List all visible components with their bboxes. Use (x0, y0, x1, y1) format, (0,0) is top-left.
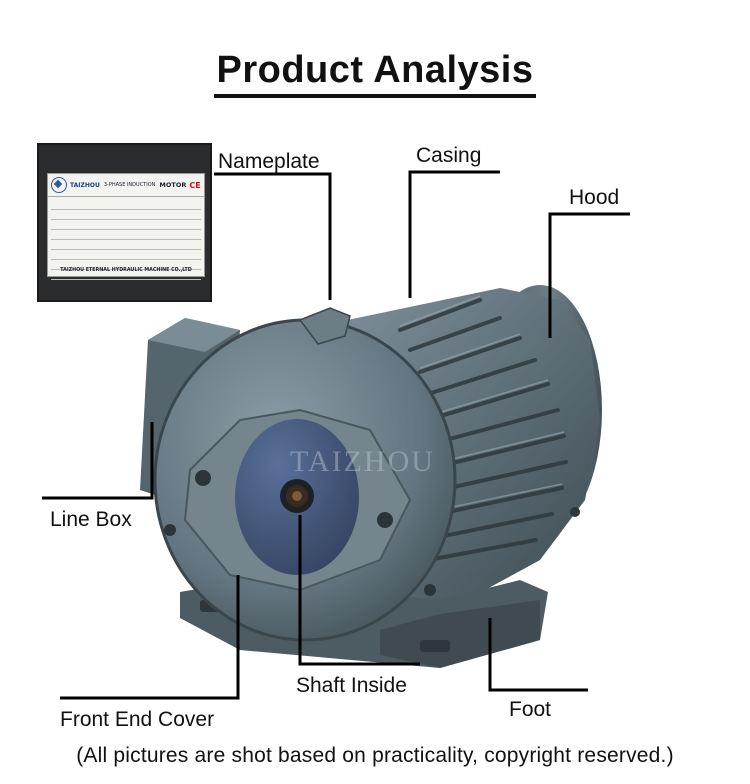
nameplate-kind: 3-PHASE INDUCTION (103, 181, 156, 188)
nameplate-maker: TAIZHOU ETERNAL HYDRAULIC MACHINE CO.,LT… (60, 268, 192, 273)
cooling-fins (398, 298, 568, 562)
nameplate-brand: TAIZHOU (70, 181, 100, 189)
title-block: Product Analysis (0, 48, 750, 98)
nameplate-spec-grid (51, 200, 201, 280)
copyright-footer: (All pictures are shot based on practica… (76, 744, 674, 767)
callout-line-foot (488, 618, 588, 692)
label-nameplate: Nameplate (218, 150, 320, 173)
nameplate-motor: MOTOR (159, 181, 187, 189)
page-title: Product Analysis (214, 48, 536, 98)
label-casing: Casing (416, 144, 482, 167)
watermark-text: TAIZHOU (290, 445, 435, 478)
nameplate-header: TAIZHOU 3-PHASE INDUCTION MOTOR CE (48, 174, 204, 197)
label-shaft-inside: Shaft Inside (296, 674, 407, 697)
callout-line-line-box (42, 422, 154, 500)
brand-logo-icon (51, 177, 67, 193)
ce-mark: CE (189, 180, 201, 190)
label-foot: Foot (509, 698, 552, 721)
label-line-box: Line Box (50, 508, 132, 531)
callout-line-shaft (298, 515, 420, 666)
callout-line-hood (548, 212, 630, 338)
nameplate-inset: TAIZHOU 3-PHASE INDUCTION MOTOR CE TAIZH… (37, 143, 212, 302)
label-hood: Hood (569, 186, 620, 209)
callout-line-nameplate (214, 172, 332, 300)
nameplate-plate: TAIZHOU 3-PHASE INDUCTION MOTOR CE TAIZH… (47, 173, 205, 280)
label-front-end-cover: Front End Cover (60, 708, 215, 731)
callout-line-front-cover (60, 575, 240, 700)
callout-line-casing (408, 170, 500, 298)
